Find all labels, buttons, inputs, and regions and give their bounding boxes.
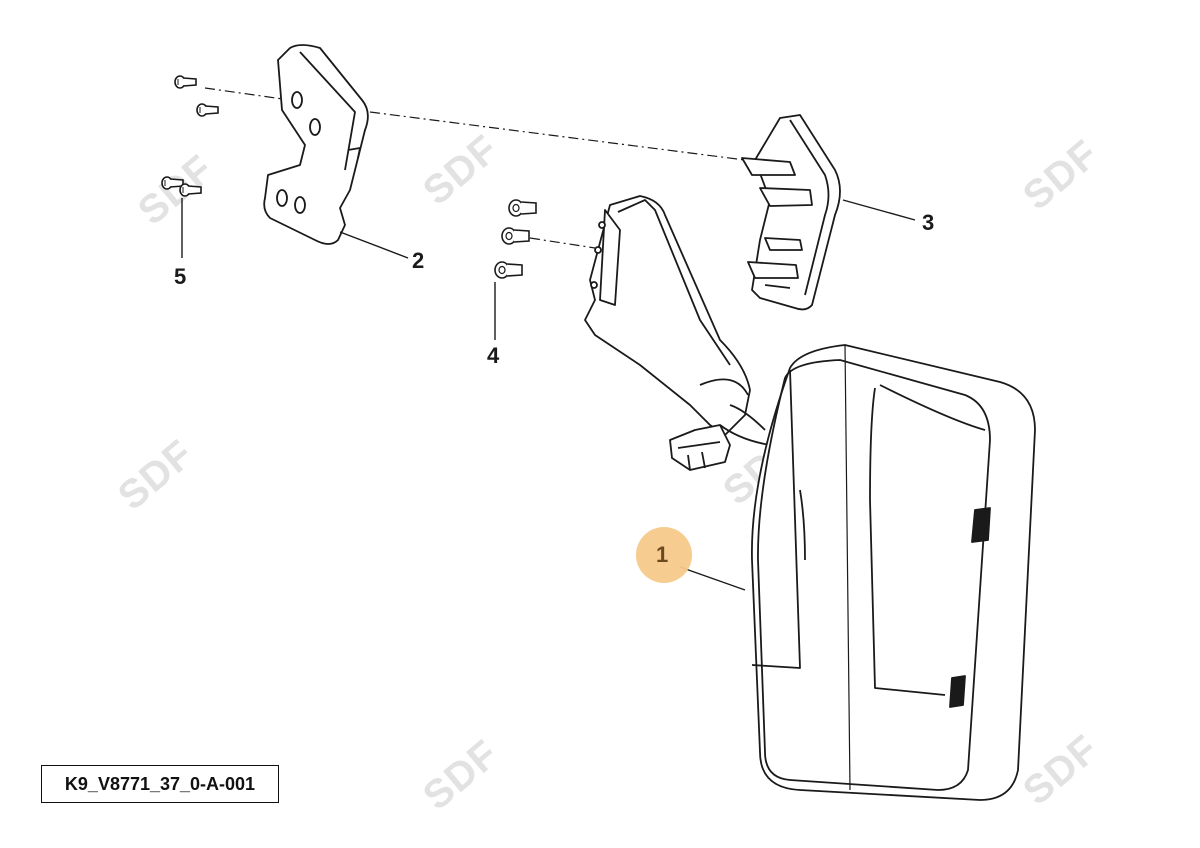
- callout-5[interactable]: 5: [174, 264, 187, 289]
- callout-1-highlight: [636, 527, 692, 583]
- mirror-arm: [584, 195, 771, 471]
- part-5-screws: [161, 75, 219, 197]
- reference-code: K9_V8771_37_0-A-001: [41, 765, 279, 803]
- part-4-screws: [494, 199, 537, 279]
- callout-1[interactable]: 1: [656, 542, 669, 567]
- leader-lines: [181, 198, 916, 591]
- part-3-cover: [741, 114, 841, 311]
- part-1-mirror-head: [751, 344, 1036, 801]
- callout-2[interactable]: 2: [412, 248, 425, 273]
- assembly-lines: [204, 87, 746, 249]
- callout-3[interactable]: 3: [922, 210, 935, 235]
- part-2-bracket: [263, 44, 369, 245]
- callout-4[interactable]: 4: [487, 343, 500, 368]
